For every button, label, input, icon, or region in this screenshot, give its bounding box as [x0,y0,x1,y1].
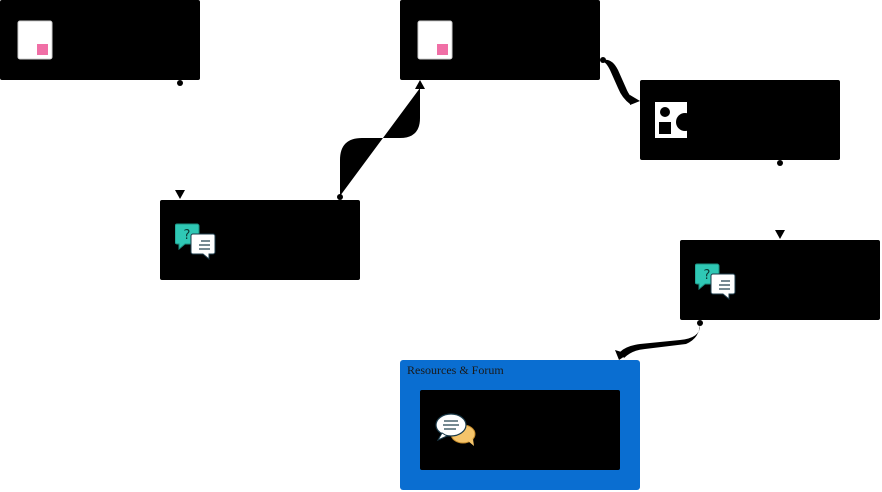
group-label: Resources & Forum [407,363,504,377]
svg-text:?: ? [184,228,191,243]
group-resources-forum[interactable]: Resources & Forum [400,360,640,490]
document-icon [17,20,53,60]
document-icon [417,20,453,60]
question-chat-icon: ? [175,223,216,260]
forum-chat-icon [435,413,476,446]
svg-text:?: ? [704,268,711,283]
edge-n3-n5 [775,160,785,239]
edge-n2-n3 [600,57,640,105]
node-n6[interactable] [420,390,620,470]
question-chat-icon: ? [695,263,736,300]
edge-n5-g1 [615,320,703,360]
node-n5[interactable]: ? [680,240,880,320]
node-n4[interactable]: ? [160,200,360,280]
node-n2[interactable] [400,0,600,80]
edge-n4-n2 [337,80,425,200]
node-n3[interactable] [640,80,840,160]
shapes-icon [655,102,694,138]
edge-n1-n4 [175,80,185,199]
node-n1[interactable] [0,0,200,80]
